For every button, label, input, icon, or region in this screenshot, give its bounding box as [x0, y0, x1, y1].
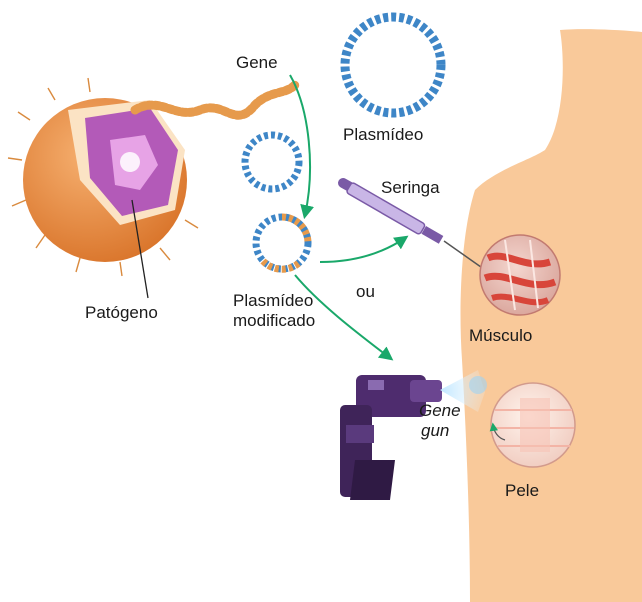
skin-icon: [491, 383, 575, 467]
gene-strand: [135, 85, 295, 115]
or-label: ou: [356, 282, 375, 302]
muscle-label: Músculo: [469, 326, 532, 346]
arrow-to-syringe: [320, 238, 405, 262]
modified-plasmid-label-line1: Plasmídeo: [233, 291, 313, 311]
pathogen-label: Patógeno: [85, 303, 158, 323]
plasmid-label: Plasmídeo: [343, 125, 423, 145]
skin-label: Pele: [505, 481, 539, 501]
gene-gun-label-line2: gun: [421, 421, 449, 441]
plasmid-middle-icon: [245, 135, 299, 189]
modified-plasmid-label-line2: modificado: [233, 311, 315, 331]
syringe-label: Seringa: [381, 178, 440, 198]
gene-label: Gene: [236, 53, 278, 73]
plasmid-icon: [345, 17, 441, 113]
modified-plasmid-icon: [256, 217, 308, 269]
muscle-icon: [480, 235, 560, 315]
gene-gun-label-line1: Gene: [419, 401, 461, 421]
human-body-silhouette: [461, 29, 642, 602]
